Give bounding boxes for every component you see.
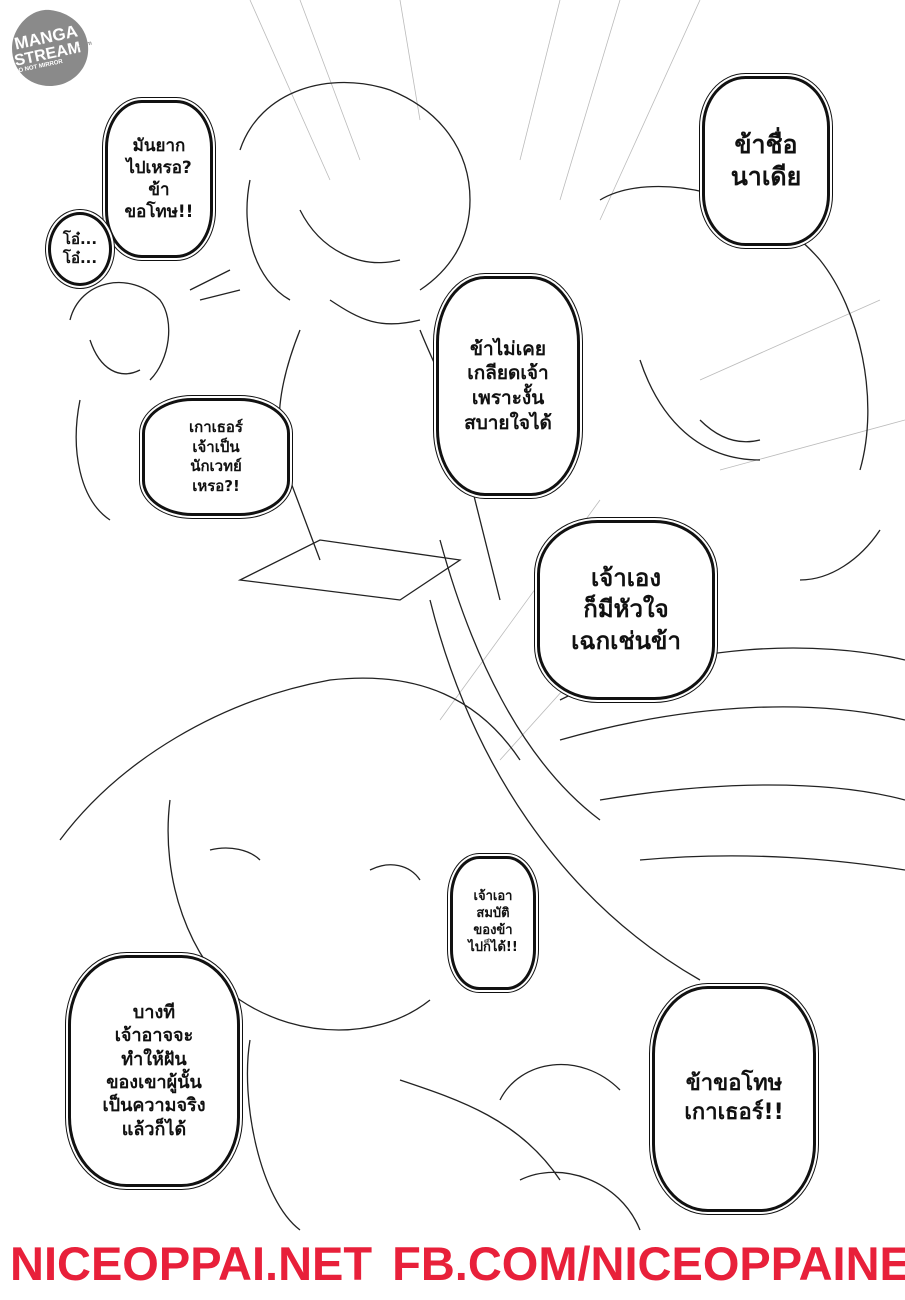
bubble-line: เจ้าเอง	[590, 564, 662, 593]
bubble-line: ไปเหรอ?	[126, 157, 192, 178]
speech-bubble-5: ข้าไม่เคย เกลียดเจ้า เพราะงั้น สบายใจได้	[436, 276, 580, 496]
bubble-line: เจ้าเป็น	[192, 437, 240, 456]
bubble-line: ข้าขอโทษ	[685, 1071, 783, 1097]
bubble-line: มันยาก	[132, 135, 186, 156]
speech-bubble-8: บางที เจ้าอาจจะ ทำให้ฝัน ของเขาผู้นั้น เ…	[68, 955, 240, 1187]
bubble-line: ของเขาผู้นั้น	[106, 1072, 202, 1093]
speech-bubble-1: มันยาก ไปเหรอ? ข้า ขอโทษ!!	[105, 100, 213, 258]
site-credit: NICEOPPAI.NET	[10, 1237, 373, 1290]
speech-bubble-7: เจ้าเอา สมบัติ ของข้า ไปก็ได้!!	[450, 856, 536, 990]
bubble-line: นักเวทย์	[190, 457, 242, 475]
bubble-line: ข้า	[148, 180, 170, 200]
bubble-line: แล้วก็ได้	[121, 1118, 187, 1140]
speech-bubble-9: ข้าขอโทษ เกาเธอร์!!	[652, 986, 816, 1212]
speech-bubble-6: เจ้าเอง ก็มีหัวใจ เฉกเช่นข้า	[537, 520, 715, 700]
bubble-line: เกาเธอร์	[189, 418, 243, 436]
bubble-line: เกลียดเจ้า	[467, 362, 549, 385]
bubble-line: ข้าไม่เคย	[469, 337, 547, 360]
bubble-line: เพราะงั้น	[471, 387, 545, 409]
bubble-line: เจ้าอาจจะ	[114, 1025, 194, 1047]
bubble-line: สมบัติ	[476, 906, 510, 922]
scanlation-credit-footer: NICEOPPAI.NET FB.COM/NICEOPPAINET	[0, 1236, 905, 1291]
bubble-line: เกาเธอร์!!	[684, 1100, 784, 1125]
bubble-line: ขอโทษ!!	[124, 202, 194, 223]
bubble-line: เหรอ?!	[192, 476, 240, 495]
bubble-line: นาเดีย	[730, 162, 802, 191]
bubble-line: ข้าชื่อ	[734, 129, 798, 159]
speech-bubble-4: ข้าชื่อ นาเดีย	[702, 76, 830, 246]
mangastream-watermark-logo: MANGA STREAM DO NOT MIRROR .com	[8, 6, 92, 90]
bubble-line: เฉกเช่นข้า	[571, 626, 681, 655]
bubble-line: ทำให้ฝัน	[121, 1048, 187, 1070]
bubble-line: เจ้าเอา	[473, 889, 513, 905]
bubble-line: ไปก็ได้!!	[468, 939, 518, 955]
bubble-line: ของข้า	[473, 923, 513, 938]
bubble-line: เป็นความจริง	[102, 1095, 206, 1117]
bubble-line: ก็มีหัวใจ	[583, 595, 669, 624]
bubble-line: สบายใจได้	[464, 411, 552, 434]
bubble-line: บางที	[132, 1001, 176, 1023]
facebook-credit: FB.COM/NICEOPPAINET	[392, 1237, 905, 1290]
speech-bubble-3: เกาเธอร์ เจ้าเป็น นักเวทย์ เหรอ?!	[142, 398, 290, 516]
bubble-line: โอ๋...	[62, 249, 98, 267]
bubble-line: โอ๋...	[62, 229, 98, 248]
speech-bubble-2: โอ๋... โอ๋...	[48, 212, 112, 286]
